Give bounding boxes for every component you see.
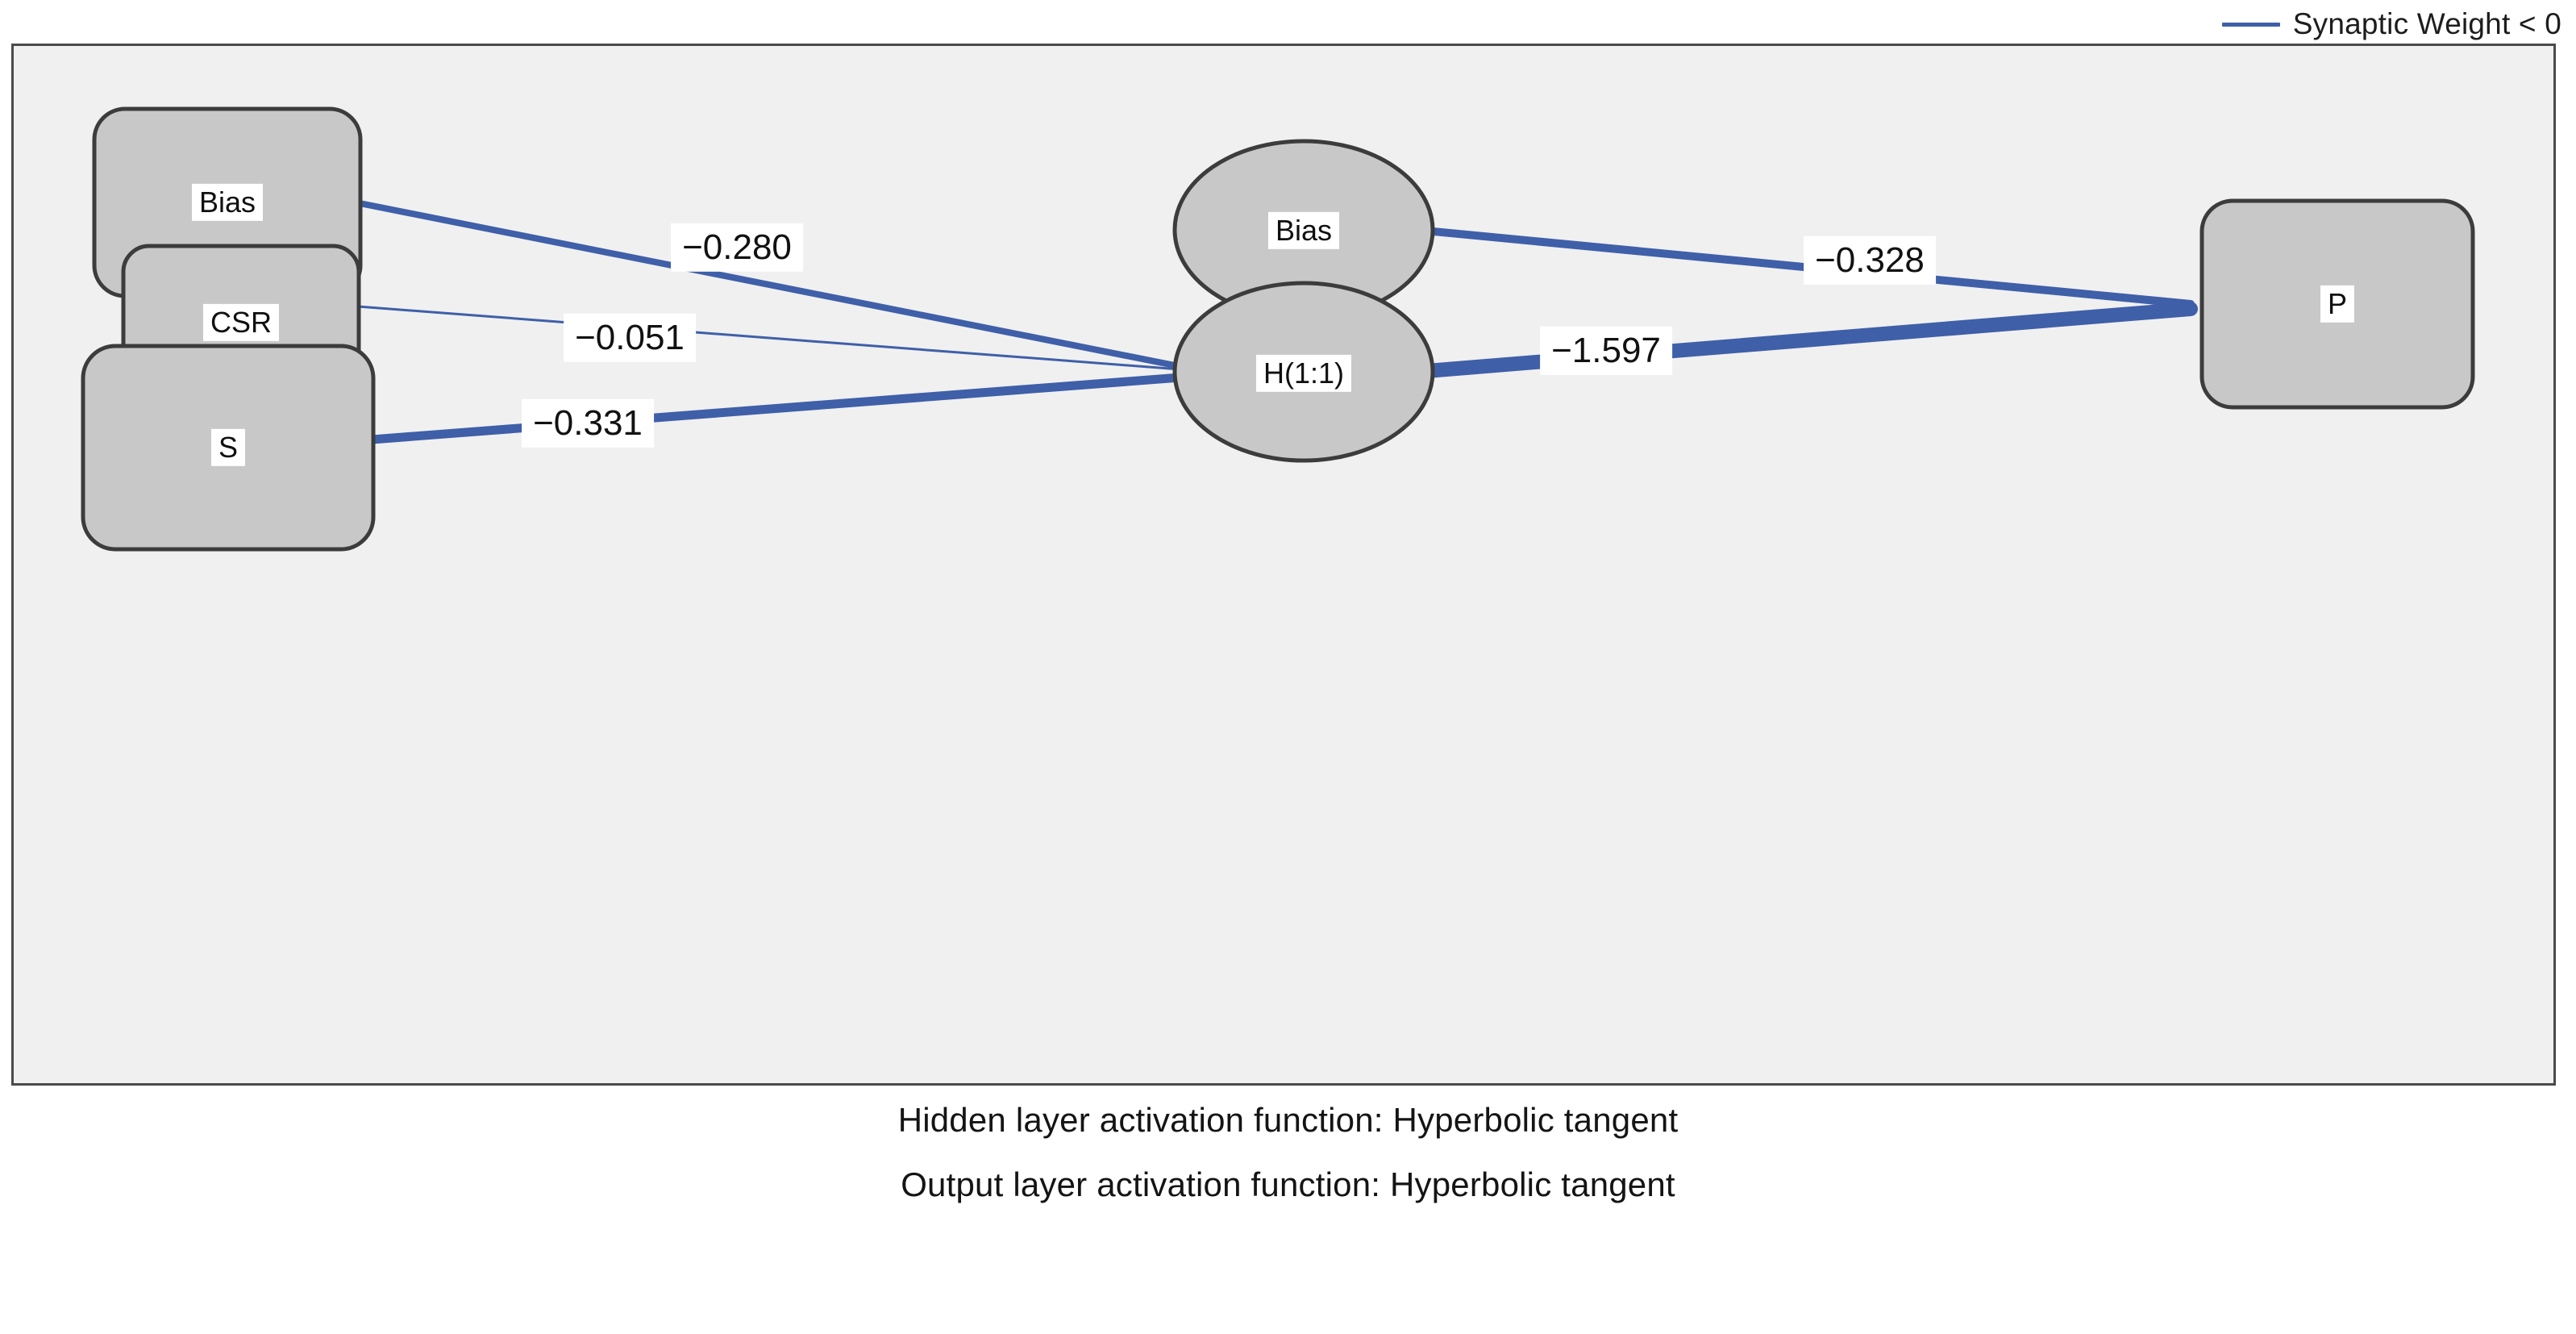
weight-label-csr-h11: −0.051	[564, 313, 696, 363]
edge-h11-p	[1409, 302, 2198, 379]
input-layer-group	[81, 106, 376, 552]
edge-bias-h11	[352, 199, 1194, 372]
legend: Synaptic Weight < 0	[2221, 6, 2561, 42]
edge-s-h11	[367, 372, 1196, 444]
weight-label-h11-p: −1.597	[1540, 326, 1672, 376]
footer-notes: Hidden layer activation function: Hyperb…	[0, 1103, 2576, 1232]
network-canvas	[81, 106, 2475, 552]
output-activation-note: Output layer activation function: Hyperb…	[901, 1165, 1675, 1203]
weight-label-s-h11: −0.331	[522, 398, 654, 448]
weight-label-bias-h11: −0.280	[671, 223, 803, 273]
legend-label: Synaptic Weight < 0	[2292, 7, 2561, 40]
node-hidden-h11[interactable]	[1172, 281, 1435, 463]
edge-hbias-p	[1413, 226, 2195, 308]
output-layer-group	[2199, 198, 2475, 410]
node-output-p[interactable]	[2199, 198, 2475, 410]
hidden-activation-note: Hidden layer activation function: Hyperb…	[897, 1101, 1679, 1139]
diagram-panel: Bias CSR S Bias H(1:1) P −0.280 −0.051 −…	[11, 44, 2556, 1086]
hidden-layer-group	[1172, 139, 1435, 463]
synaptic-weight-line-icon	[2221, 22, 2280, 27]
node-input-s[interactable]	[81, 344, 376, 552]
edge-csr-h11	[346, 304, 1192, 372]
weight-label-hbias-p: −0.328	[1804, 236, 1936, 286]
